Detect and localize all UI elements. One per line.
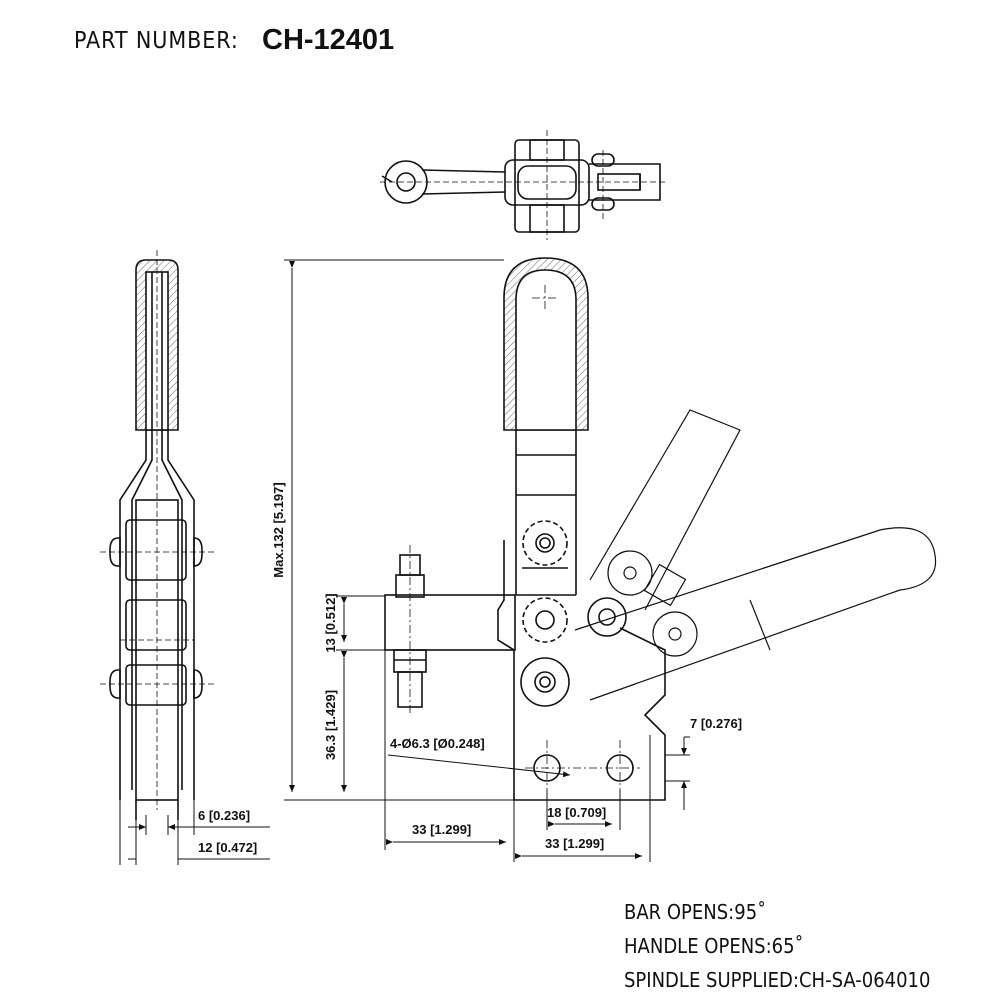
note-handle-opens: HANDLE OPENS:65˚: [624, 934, 804, 958]
top-view: [380, 130, 665, 240]
side-view: [100, 250, 215, 820]
dimension-lines: [119, 259, 690, 865]
dim-holes: 4-Ø6.3 [Ø0.248]: [390, 736, 485, 751]
front-view: [384, 257, 937, 801]
dim-12: 12 [0.472]: [198, 840, 257, 855]
dim-33-left: 33 [1.299]: [412, 822, 471, 837]
part-number-value: CH-12401: [262, 24, 395, 56]
part-number-label: PART NUMBER:: [74, 28, 239, 54]
dim-6: 6 [0.236]: [198, 808, 250, 823]
dim-18: 18 [0.709]: [547, 805, 606, 820]
part-number-header: PART NUMBER: CH-12401: [74, 24, 394, 56]
dim-33-right: 33 [1.299]: [545, 836, 604, 851]
dim-max-height: Max.132 [5.197]: [271, 482, 286, 577]
dim-7: 7 [0.276]: [690, 716, 742, 731]
dim-13: 13 [0.512]: [323, 593, 338, 652]
note-bar-opens: BAR OPENS:95˚: [624, 900, 767, 924]
raised-handle-outline: [589, 409, 741, 611]
note-spindle: SPINDLE SUPPLIED:CH-SA-064010: [624, 968, 931, 992]
dim-36: 36.3 [1.429]: [323, 690, 338, 760]
spec-notes: BAR OPENS:95˚ HANDLE OPENS:65˚ SPINDLE S…: [624, 895, 965, 997]
open-handle-outline: [574, 527, 937, 701]
